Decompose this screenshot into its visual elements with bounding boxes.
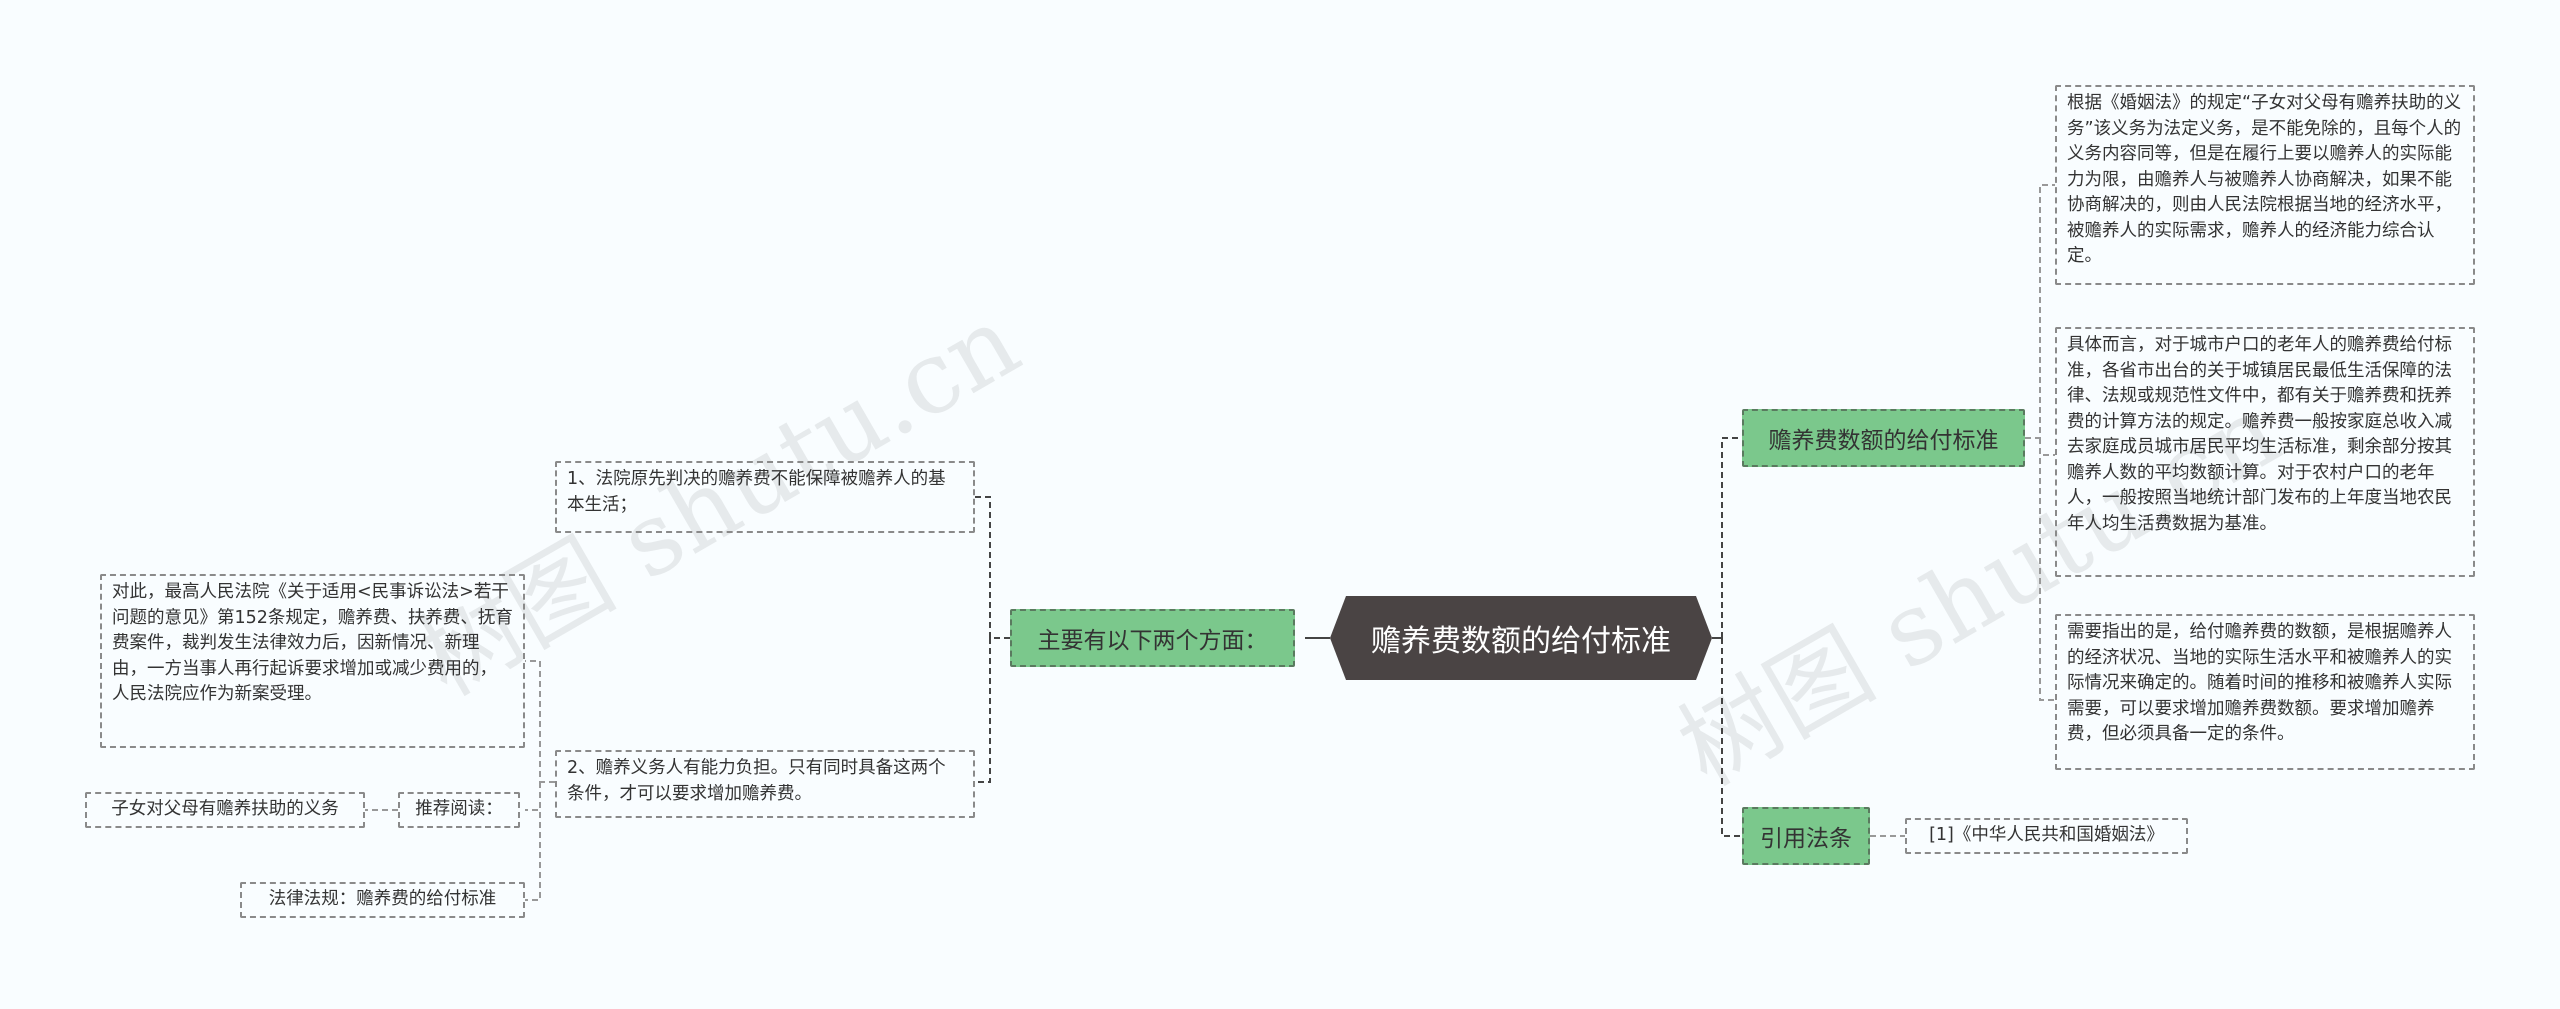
- law-node[interactable]: 引用法条: [1742, 807, 1870, 865]
- aspects-node[interactable]: 主要有以下两个方面：: [1010, 609, 1295, 667]
- explanation-text: 对此，最高人民法院《关于适用<民事诉讼法>若干问题的意见》第152条规定，赡养费…: [112, 582, 513, 704]
- recommend-node[interactable]: 推荐阅读：: [398, 792, 520, 828]
- law-link-text: 法律法规：赡养费的给付标准: [268, 889, 497, 910]
- law-label: 引用法条: [1760, 826, 1852, 852]
- paragraph-2-node[interactable]: 具体而言，对于城市户口的老年人的赡养费给付标准，各省市出台的关于城镇居民最低生活…: [2055, 327, 2475, 577]
- recommend-item-text: 子女对父母有赡养扶助的义务: [111, 799, 339, 820]
- law-item-text: [1]《中华人民共和国婚姻法》: [1929, 825, 2164, 846]
- standard-node[interactable]: 赡养费数额的给付标准: [1742, 409, 2025, 467]
- connector-point2-explanation: [525, 660, 555, 901]
- aspects-label: 主要有以下两个方面：: [1037, 628, 1268, 654]
- paragraph-2-text: 具体而言，对于城市户口的老年人的赡养费给付标准，各省市出台的关于城镇居民最低生活…: [2067, 335, 2452, 534]
- paragraph-1-text: 根据《婚姻法》的规定“子女对父母有赡养扶助的义务”该义务为法定义务，是不能免除的…: [2067, 93, 2462, 266]
- standard-label: 赡养费数额的给付标准: [1768, 428, 1999, 454]
- paragraph-3-node[interactable]: 需要指出的是，给付赡养费的数额，是根据赡养人的经济状况、当地的实际生活水平和被赡…: [2055, 614, 2475, 770]
- connector-left-trunk: [975, 496, 1010, 783]
- point-2-node[interactable]: 2、赡养义务人有能力负担。只有同时具备这两个条件，才可以要求增加赡养费。: [555, 750, 975, 818]
- law-link[interactable]: 法律法规：赡养费的给付标准: [240, 882, 525, 918]
- law-item-link[interactable]: [1]《中华人民共和国婚姻法》: [1905, 818, 2188, 854]
- root-node[interactable]: 赡养费数额的给付标准: [1330, 596, 1712, 680]
- root-label: 赡养费数额的给付标准: [1371, 624, 1671, 659]
- connector-standard-paragraphs: [2025, 184, 2055, 701]
- point-1-node[interactable]: 1、法院原先判决的赡养费不能保障被赡养人的基本生活；: [555, 461, 975, 533]
- paragraph-1-node[interactable]: 根据《婚姻法》的规定“子女对父母有赡养扶助的义务”该义务为法定义务，是不能免除的…: [2055, 85, 2475, 285]
- point-1-text: 1、法院原先判决的赡养费不能保障被赡养人的基本生活；: [567, 469, 946, 515]
- recommend-item-link[interactable]: 子女对父母有赡养扶助的义务: [85, 792, 365, 828]
- explanation-node[interactable]: 对此，最高人民法院《关于适用<民事诉讼法>若干问题的意见》第152条规定，赡养费…: [100, 574, 525, 748]
- recommend-label: 推荐阅读：: [415, 799, 503, 820]
- connector-right-trunk: [1721, 437, 1742, 837]
- point-2-text: 2、赡养义务人有能力负担。只有同时具备这两个条件，才可以要求增加赡养费。: [567, 758, 946, 804]
- paragraph-3-text: 需要指出的是，给付赡养费的数额，是根据赡养人的经济状况、当地的实际生活水平和被赡…: [2067, 622, 2452, 744]
